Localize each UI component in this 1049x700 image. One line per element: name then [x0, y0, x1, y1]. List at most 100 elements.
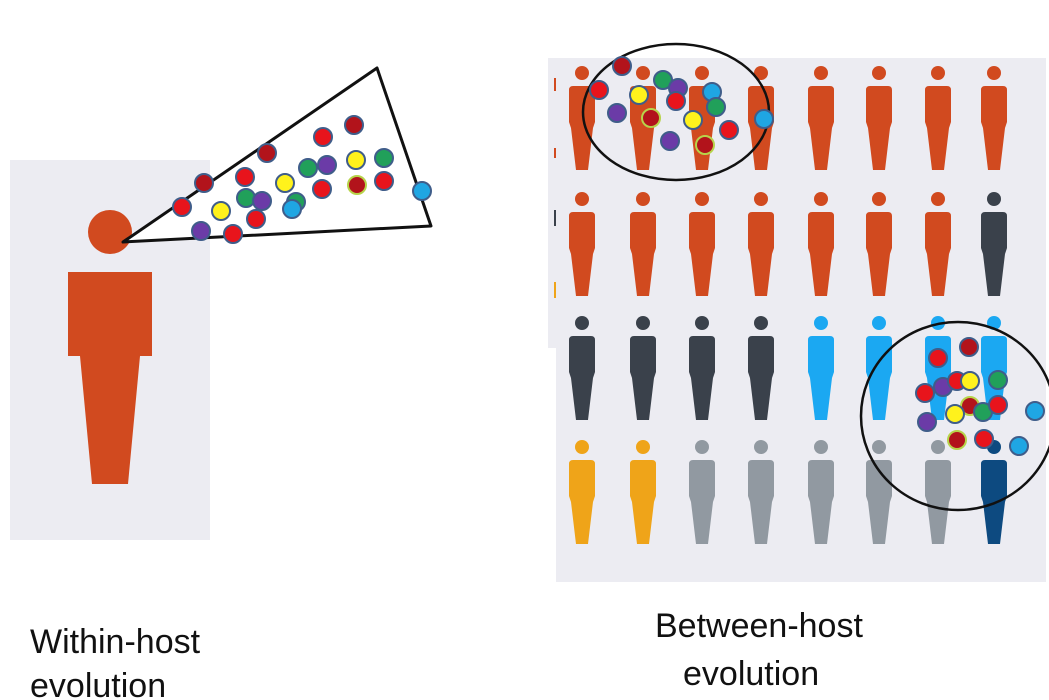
- between-host-variant-dot: [666, 91, 686, 111]
- between-host-variant-dot: [988, 395, 1008, 415]
- person-head: [636, 66, 650, 80]
- host-infected-person: [569, 66, 595, 170]
- host-head: [88, 210, 132, 254]
- between-host-variant-dot: [589, 80, 609, 100]
- person-head: [695, 440, 709, 454]
- between-host-variant-dot: [974, 429, 994, 449]
- person-head: [636, 192, 650, 206]
- person-head: [636, 316, 650, 330]
- person-body: [748, 336, 774, 420]
- person-head: [931, 66, 945, 80]
- person-body: [808, 212, 834, 296]
- host-infected-person: [630, 192, 656, 296]
- host-infected-person: [866, 192, 892, 296]
- host-infected-person: [808, 66, 834, 170]
- person-body: [925, 212, 951, 296]
- person-body: [569, 336, 595, 420]
- between-host-variant-dot: [629, 85, 649, 105]
- host-recovered-person: [569, 316, 595, 420]
- person-body: [981, 212, 1007, 296]
- within-host-variant-dot: [298, 158, 318, 178]
- between-host-variant-dot: [641, 108, 661, 128]
- person-head: [987, 66, 1001, 80]
- host-unaffected-person: [808, 440, 834, 544]
- person-body: [808, 86, 834, 170]
- host-infected-person: [866, 66, 892, 170]
- person-head: [814, 192, 828, 206]
- between-host-variant-dot: [754, 109, 774, 129]
- host-infected-person: [925, 66, 951, 170]
- between-host-variant-dot: [1025, 401, 1045, 421]
- person-head: [695, 66, 709, 80]
- between-host-variant-dot: [960, 371, 980, 391]
- within-host-variant-dot: [172, 197, 192, 217]
- person-head: [872, 192, 886, 206]
- person-body: [689, 336, 715, 420]
- host-body: [68, 272, 152, 484]
- person-body: [689, 212, 715, 296]
- host-susceptible-person: [808, 316, 834, 420]
- between-host-variant-dot: [695, 135, 715, 155]
- host-infected-person: [630, 66, 656, 170]
- between-host-variant-dot: [945, 404, 965, 424]
- between-host-caption-line2: evolution: [683, 655, 820, 693]
- within-host-variant-dot: [252, 191, 272, 211]
- within-host-variant-dot: [275, 173, 295, 193]
- host-infected-person: [981, 66, 1007, 170]
- person-body: [981, 86, 1007, 170]
- between-host-variant-dot: [947, 430, 967, 450]
- host-infected-person: [689, 192, 715, 296]
- person-body: [866, 336, 892, 420]
- person-body: [689, 460, 715, 544]
- between-host-variant-dot: [917, 412, 937, 432]
- person-body: [630, 212, 656, 296]
- within-host-variant-dot: [317, 155, 337, 175]
- between-host-caption: Between-host evolution: [655, 604, 863, 696]
- between-host-variant-dot: [1009, 436, 1029, 456]
- person-head: [575, 440, 589, 454]
- person-head: [872, 66, 886, 80]
- within-host-variant-dot: [346, 150, 366, 170]
- between-host-variant-dot: [988, 370, 1008, 390]
- within-host-variant-dot: [235, 167, 255, 187]
- person-head: [695, 316, 709, 330]
- person-head: [695, 192, 709, 206]
- host-recovered-person: [981, 192, 1007, 296]
- person-body: [866, 212, 892, 296]
- person-body: [569, 86, 595, 170]
- within-host-variant-dot: [246, 209, 266, 229]
- person-head: [575, 66, 589, 80]
- within-host-variant-dot: [194, 173, 214, 193]
- person-body: [808, 336, 834, 420]
- right-panel-background: [556, 58, 1046, 582]
- host-unaffected-person: [866, 440, 892, 544]
- person-head: [872, 440, 886, 454]
- person-body: [925, 460, 951, 544]
- person-body: [569, 212, 595, 296]
- between-host-variant-dot: [612, 56, 632, 76]
- within-host-variant-dot: [211, 201, 231, 221]
- within-host-variant-dot: [412, 181, 432, 201]
- host-unaffected-person: [925, 440, 951, 544]
- person-head: [575, 192, 589, 206]
- between-host-variant-dot: [660, 131, 680, 151]
- within-host-variant-dot: [223, 224, 243, 244]
- person-body: [569, 460, 595, 544]
- person-head: [814, 316, 828, 330]
- person-head: [814, 66, 828, 80]
- host-infected-person: [808, 192, 834, 296]
- person-body: [630, 460, 656, 544]
- within-host-caption-line2: evolution: [30, 667, 167, 700]
- host-unaffected-person: [689, 440, 715, 544]
- within-host-variant-dot: [374, 171, 394, 191]
- within-host-variant-dot: [282, 199, 302, 219]
- host-infected-person: [748, 192, 774, 296]
- person-body: [748, 460, 774, 544]
- within-host-variant-dot: [312, 179, 332, 199]
- between-host-variant-dot: [928, 348, 948, 368]
- person-head: [754, 192, 768, 206]
- within-host-caption-line1: Within-host: [30, 623, 201, 661]
- person-head: [814, 440, 828, 454]
- person-body: [925, 86, 951, 170]
